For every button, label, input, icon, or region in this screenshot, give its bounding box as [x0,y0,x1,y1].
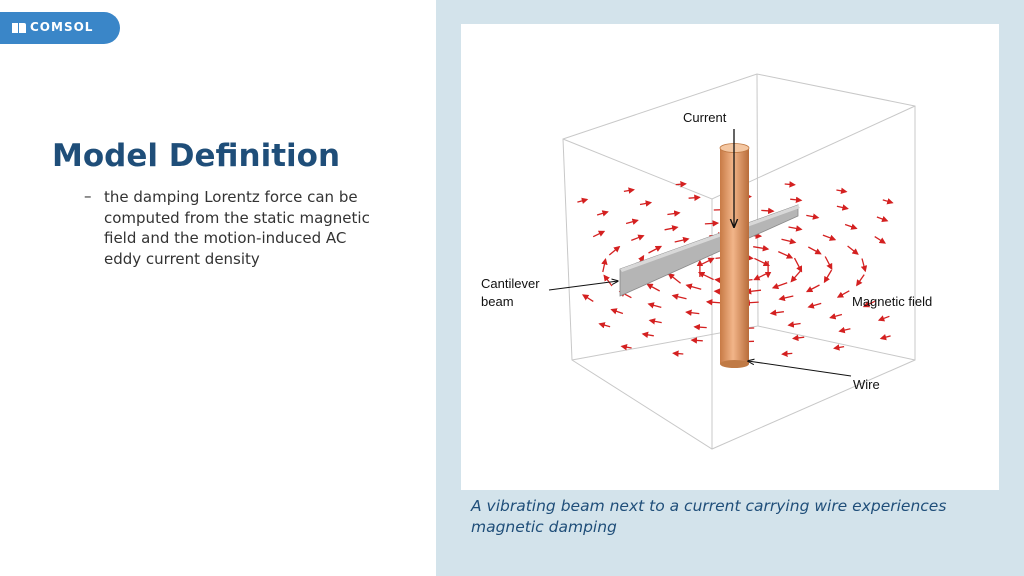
field-arrow [667,210,681,217]
field-arrow [608,245,621,256]
field-arrow [754,257,770,267]
field-arrow [793,257,803,273]
field-arrow [698,271,714,281]
field-arrow [807,246,822,255]
field-arrow [704,220,720,227]
field-arrow [761,207,775,215]
field-arrow [625,218,639,225]
field-arrow [847,245,859,255]
field-arrow [648,318,662,325]
wire-label: Wire [853,377,880,392]
field-arrow [829,313,843,320]
comsol-logo-icon [12,23,26,33]
field-arrow [790,269,802,283]
bullet-marker: – [84,187,92,205]
field-arrow [874,236,887,244]
field-arrow [787,321,801,328]
field-arrow [836,187,848,195]
field-arrow [685,283,702,290]
field-arrow [805,284,820,293]
wire-pointer [748,361,852,377]
field-arrow [822,234,837,241]
cantilever-pointer [548,281,618,291]
current-label: Current [683,110,727,125]
beam-label: beam [481,294,514,309]
field-arrow [778,294,794,302]
field-arrow [844,223,858,230]
field-arrow [577,197,589,204]
field-arrow [596,210,609,217]
field-arrow [882,198,894,205]
field-arrow [705,298,722,306]
logo-text: COMSOL [30,20,94,34]
magnetic-field-label: Magnetic field [852,294,932,309]
field-arrow [639,200,653,207]
field-arrow [860,258,868,273]
field-arrow [790,196,803,204]
field-arrow [641,331,654,339]
field-arrow [877,315,890,322]
field-arrow [675,180,687,188]
model-diagram: Current Cantilever beam Magnetic field W… [481,73,932,450]
field-arrow [753,272,770,281]
field-arrow [592,230,606,238]
field-arrow [784,181,796,188]
field-arrow [623,187,635,194]
field-arrow [781,350,793,358]
field-arrow [836,290,850,298]
cantilever-label: Cantilever [481,276,540,291]
field-arrow [620,343,632,351]
field-arrow [631,234,645,242]
field-arrow [833,344,845,351]
field-arrow [690,337,703,344]
field-arrow [664,225,679,232]
field-arrow [603,274,613,287]
field-arrow [824,256,833,271]
comsol-logo-tab: COMSOL [0,12,120,44]
figure-caption: A vibrating beam next to a current carry… [471,497,947,536]
field-arrow [581,294,594,302]
field-arrow [806,213,820,220]
field-arrow [671,293,687,300]
field-arrow [672,350,684,357]
field-arrow [769,309,784,316]
field-arrow [778,251,794,259]
field-arrow [807,302,822,309]
field-arrow [879,334,891,341]
domain-cube [562,73,916,450]
field-arrow [698,257,715,266]
field-arrow [838,326,851,334]
field-arrow [788,225,803,232]
field-arrow [610,308,624,315]
field-arrow [598,322,611,329]
field-arrow [856,274,865,287]
field-arrow [648,245,663,254]
field-arrow [647,302,662,309]
field-arrow [674,236,690,244]
field-arrow [836,204,849,211]
slide-title: Model Definition [52,138,341,174]
field-arrow [693,323,707,331]
field-arrow [601,258,608,273]
field-arrow [792,334,805,342]
field-arrow [753,245,770,252]
field-arrow [862,300,876,308]
field-arrow [771,282,788,290]
bullet-text: the damping Lorentz force can be compute… [104,188,370,268]
field-arrow [688,194,701,202]
field-arrow [823,269,833,284]
model-figure: Current Cantilever beam Magnetic field W… [461,24,999,490]
field-arrow [685,309,700,316]
field-arrow [667,273,682,284]
field-arrow [876,215,889,223]
field-arrow [781,238,797,245]
cantilever-beam [619,204,800,297]
field-arrow [646,283,661,292]
